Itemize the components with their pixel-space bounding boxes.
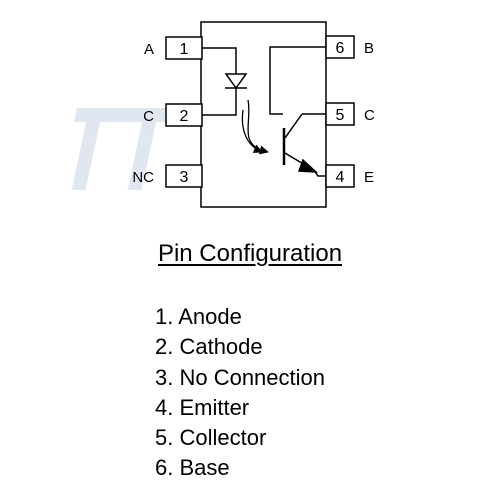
pin-5-label: C (364, 107, 375, 124)
pin-4-number: 4 (336, 169, 345, 186)
phototransistor-symbol (269, 46, 326, 177)
pin-1-label: A (144, 41, 154, 58)
pin-3-label: NC (132, 169, 154, 186)
light-arrows-icon (241, 99, 269, 155)
pin-2-number: 2 (180, 108, 189, 125)
pin-5-number: 5 (336, 107, 345, 124)
led-symbol (202, 47, 248, 116)
list-item: 2. Cathode (155, 334, 263, 360)
pin-configuration-heading: Pin Configuration (0, 240, 500, 268)
pin-6-number: 6 (336, 40, 345, 57)
pin-3-box (165, 164, 203, 188)
page-title: Pin Configuration (157, 240, 343, 267)
pin-list: 1. Anode 2. Cathode 3. No Connection 4. … (155, 302, 325, 484)
list-item: 3. No Connection (155, 364, 325, 390)
pin-6-label: B (364, 40, 374, 57)
optocoupler-schematic: 1 2 3 4 5 6 A C NC E C B (71, 21, 375, 208)
list-item: 5. Collector (155, 425, 267, 451)
pin-4-label: E (364, 169, 374, 186)
list-item: 1. Anode (155, 304, 242, 329)
pin-1-number: 1 (180, 41, 189, 58)
list-item: 6. Base (155, 455, 230, 481)
pin-2-label: C (143, 108, 154, 125)
list-item: 4. Emitter (155, 394, 250, 420)
pin-3-number: 3 (180, 169, 189, 186)
